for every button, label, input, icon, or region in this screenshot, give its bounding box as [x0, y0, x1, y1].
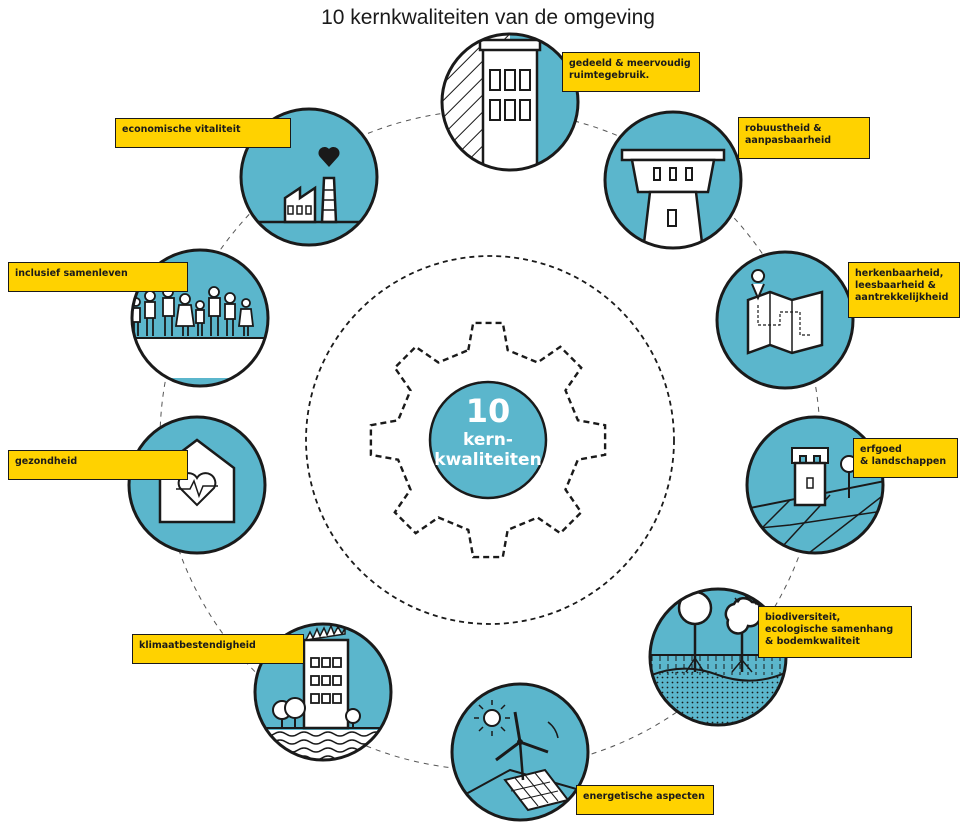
diagram-title: 10 kernkwaliteiten van de omgeving [321, 6, 655, 29]
quality-icon-ruimtegebruik [440, 32, 580, 172]
quality-icon-gezondheid [127, 415, 267, 555]
label-biodiversiteit: biodiversiteit, ecologische samenhang & … [758, 606, 912, 658]
quality-icon-herkenbaarheid [715, 250, 855, 390]
label-ruimtegebruik: gedeeld & meervoudig ruimtegebruik. [562, 52, 700, 92]
gear-icon [369, 321, 607, 559]
label-klimaat: klimaatbestendigheid [132, 634, 304, 664]
label-erfgoed: erfgoed & landschappen [853, 438, 958, 478]
label-gezondheid: gezondheid [8, 450, 188, 480]
label-herkenbaarheid: herkenbaarheid, leesbaarheid & aantrekke… [848, 262, 960, 318]
label-robuustheid: robuustheid & aanpasbaarheid [738, 117, 870, 159]
quality-icon-robuustheid [603, 110, 743, 250]
label-energie: energetische aspecten [576, 785, 714, 815]
label-inclusief: inclusief samenleven [8, 262, 188, 292]
center-circle [428, 380, 548, 500]
inner-dashed-circle [305, 255, 675, 625]
quality-icon-energie [450, 682, 590, 822]
label-economie: economische vitaliteit [115, 118, 291, 148]
quality-icon-biodiversiteit [648, 587, 788, 727]
